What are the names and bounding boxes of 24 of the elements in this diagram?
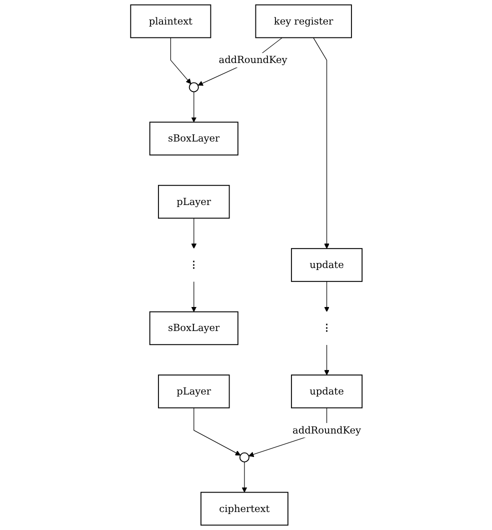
node-box: key register [254,4,352,38]
edge-label: addRoundKey [292,424,361,436]
arrow [190,91,196,122]
arrow [312,37,330,249]
node-circle [239,452,250,462]
node-box: pLayer [158,374,230,408]
arrow [190,281,196,312]
node-box: sBoxLayer [148,311,238,346]
arrow [190,218,196,249]
arrow [193,408,240,456]
node-circle [188,82,198,92]
node-box: ciphertext [200,492,288,526]
node-text: ⋮ [322,322,332,334]
node-box: pLayer [158,184,230,219]
arrow [170,37,191,84]
node-box: sBoxLayer [148,122,238,156]
node-box: update [290,248,362,282]
arrow [324,281,330,312]
node-box: plaintext [130,4,211,38]
node-box: update [290,374,362,408]
arrow [241,462,247,493]
arrow [324,344,330,376]
node-text: ⋮ [188,258,198,270]
edge-label: addRoundKey [218,54,287,66]
